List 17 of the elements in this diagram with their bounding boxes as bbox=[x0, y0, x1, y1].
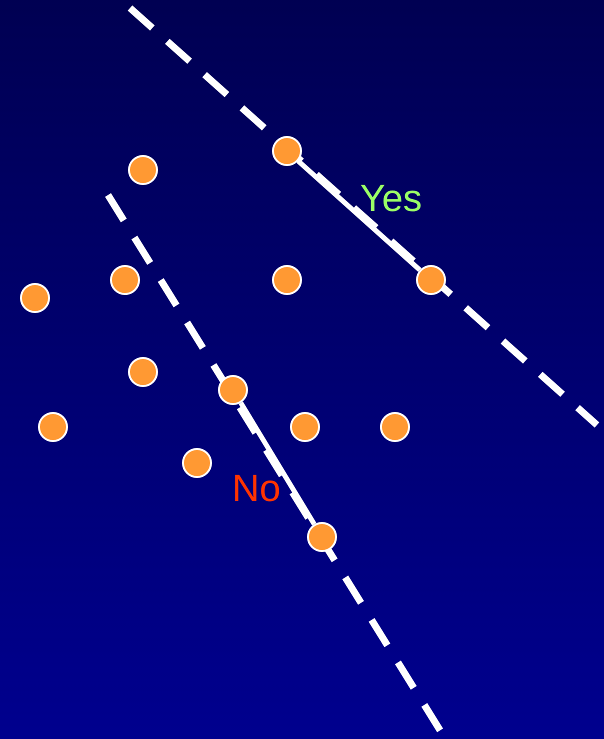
data-point bbox=[290, 412, 320, 442]
data-point bbox=[128, 357, 158, 387]
edge-label: Yes bbox=[360, 180, 422, 218]
data-point bbox=[20, 283, 50, 313]
data-point bbox=[110, 265, 140, 295]
data-point bbox=[380, 412, 410, 442]
data-point bbox=[38, 412, 68, 442]
data-point bbox=[128, 155, 158, 185]
data-point bbox=[272, 136, 302, 166]
connecting-line bbox=[296, 159, 422, 272]
data-point bbox=[272, 265, 302, 295]
edge-label: No bbox=[232, 470, 281, 508]
connecting-line bbox=[238, 402, 316, 526]
data-point bbox=[307, 522, 337, 552]
data-point bbox=[182, 448, 212, 478]
data-point bbox=[218, 375, 248, 405]
data-point bbox=[416, 265, 446, 295]
